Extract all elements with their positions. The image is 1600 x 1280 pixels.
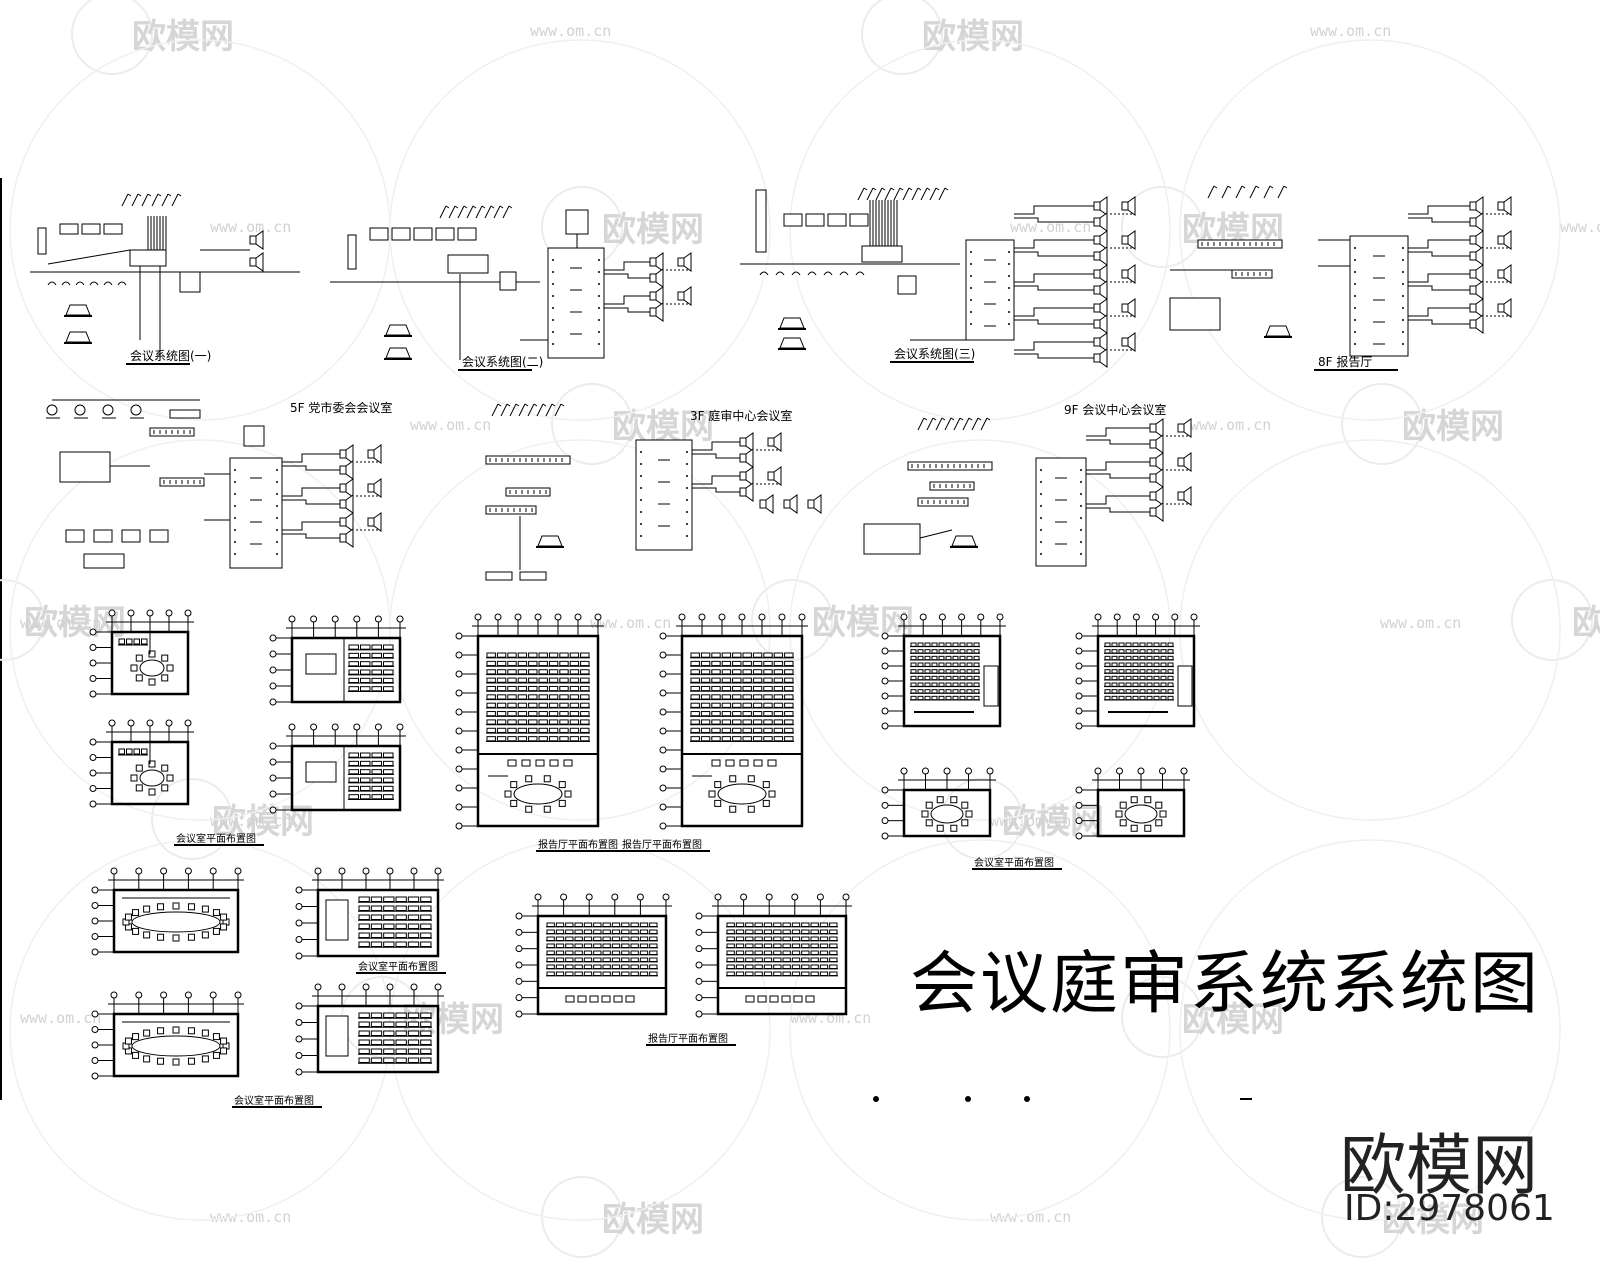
watermark-url: www.om.cn (1190, 416, 1271, 434)
watermark-text: 欧模网 (1572, 603, 1600, 643)
watermark-text: 欧模网 (922, 17, 1024, 57)
schematic-2: 会议系统图(二) (330, 205, 692, 371)
plan-caption: 会议室平面布置图 (234, 1094, 314, 1107)
floor-plan-auditorium: 报告厅平面布置图 (620, 613, 808, 852)
watermark-text: 欧模网 (602, 1200, 704, 1240)
watermark-logo: 欧模网 (71, 0, 234, 75)
watermark-logo: 欧模网 (151, 778, 314, 860)
schematic-6: 3F 庭审中心会议室 (485, 403, 822, 581)
watermark-text: 欧模网 (1182, 1000, 1284, 1040)
floor-plan-classroom (295, 983, 444, 1076)
floor-plan-small (89, 609, 194, 698)
watermark-logo: 欧模网 (1121, 976, 1284, 1058)
watermark-url: www.om.cn (1560, 218, 1600, 236)
schematic-caption: 会议系统图(三) (894, 347, 975, 361)
schematic-caption: 5F 党市委会会议室 (290, 400, 392, 415)
floor-plan-auditorium-small (881, 613, 1006, 730)
schematic-caption: 3F 庭审中心会议室 (690, 408, 792, 423)
watermark-text: 欧模网 (132, 17, 234, 57)
watermark-url: www.om.cn (210, 218, 291, 236)
plan-caption: 会议室平面布置图 (176, 832, 256, 845)
floor-plan-lecture-hall (695, 893, 852, 1018)
schematic-1: 会议系统图(一) (30, 193, 300, 365)
schematic-7: 9F 会议中心会议室 (863, 402, 1192, 567)
model-id: ID:2978061 (1344, 1188, 1555, 1229)
watermark-text: 欧模网 (812, 603, 914, 643)
watermark-text: 欧模网 (1002, 802, 1104, 842)
watermark-logo: 欧模网 (541, 1176, 704, 1258)
watermark-url: www.om.cn (410, 416, 491, 434)
brand-logo-text: 欧模网 (1340, 1127, 1538, 1204)
watermark-url: www.om.cn (790, 1009, 871, 1027)
watermark-url: www.om.cn (20, 1009, 101, 1027)
schematic-caption: 会议系统图(一) (130, 349, 211, 363)
floor-plan-boardroom: 会议室平面布置图 (91, 991, 322, 1108)
schematic-caption: 9F 会议中心会议室 (1064, 402, 1166, 417)
floor-plan-boardroom (91, 867, 244, 956)
watermark-url: www.om.cn (990, 812, 1071, 830)
watermark-url: www.om.cn (590, 614, 671, 632)
watermark-url: www.om.cn (20, 614, 101, 632)
schematic-3: 会议系统图(三) (740, 187, 1136, 368)
floor-plan-office (269, 615, 406, 706)
schematic-caption: 8F 报告厅 (1318, 354, 1372, 369)
watermark-url: www.om.cn (990, 1208, 1071, 1226)
watermark-logo: 欧模网 (1511, 579, 1600, 661)
watermark-url: www.om.cn (1310, 22, 1391, 40)
watermark-logo: 欧模网 (0, 579, 126, 661)
plan-caption: 会议室平面布置图 (358, 960, 438, 973)
watermark-text: 欧模网 (1382, 1200, 1484, 1240)
floor-plan-meeting (1075, 767, 1190, 840)
stray-marks (873, 1096, 1252, 1102)
floor-plan-classroom: 会议室平面布置图 (295, 867, 446, 974)
watermark-url: www.om.cn (1010, 218, 1091, 236)
watermark-url: www.om.cn (530, 22, 611, 40)
plan-caption: 报告厅平面布置图 (538, 838, 618, 851)
plan-caption: 会议室平面布置图 (974, 856, 1054, 869)
watermark-url: www.om.cn (1380, 614, 1461, 632)
watermark-url: www.om.cn (210, 812, 291, 830)
plan-caption: 报告厅平面布置图 (622, 838, 702, 851)
plan-caption-group: 会议室平面布置图 (174, 832, 264, 846)
schematic-4: 8F 报告厅 (1169, 185, 1512, 371)
floor-plan-auditorium-small (1075, 613, 1200, 730)
floor-plan-meeting: 会议室平面布置图 (881, 767, 1062, 870)
watermark-url: www.om.cn (210, 1208, 291, 1226)
floor-plan-auditorium: 报告厅平面布置图 (455, 613, 626, 852)
watermark-logo: 欧模网 (941, 778, 1104, 860)
plan-caption: 报告厅平面布置图 (648, 1032, 728, 1045)
system-schematics: 会议系统图(一) 会议系统图(二) 会议系统图(三) 8F 报告厅 5F 党市委会会议室… (30, 185, 1512, 581)
watermark-text: 欧模网 (602, 210, 704, 250)
floor-plans: 会议室平面布置图报告厅平面布置图报告厅平面布置图会议室平面布置图会议室平面布置图… (89, 609, 1200, 1108)
floor-plan-office (269, 723, 406, 814)
watermark-text: 欧模网 (24, 603, 126, 643)
watermark-logo: 欧模网 (861, 0, 1024, 75)
floor-plan-lecture-hall: 报告厅平面布置图 (515, 893, 736, 1046)
watermark-text: 欧模网 (1402, 407, 1504, 447)
floor-plan-small (89, 719, 194, 808)
schematic-5: 5F 党市委会会议室 (46, 399, 392, 569)
schematic-caption: 会议系统图(二) (462, 355, 543, 369)
drawing-title: 会议庭审系统系统图 (910, 945, 1541, 1024)
